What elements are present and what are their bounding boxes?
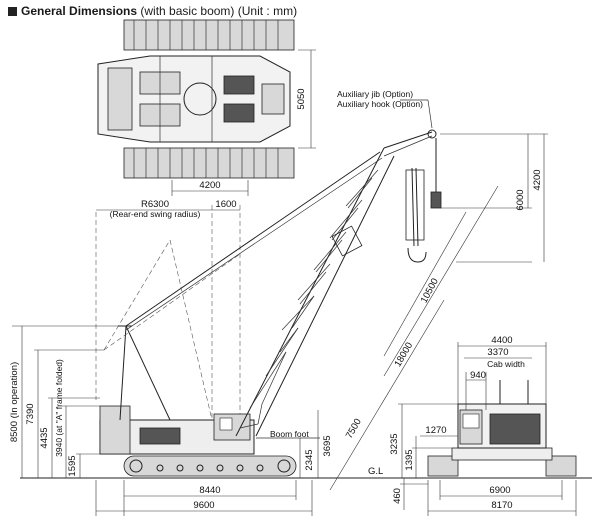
side-counterweight: [99, 405, 131, 455]
plan-drum-b: [223, 103, 255, 123]
side-crawler: [123, 455, 297, 477]
plan-upper-track-links: [133, 20, 279, 50]
page-title: General Dimensions (with basic boom) (Un…: [8, 4, 297, 18]
ground-label: G.L: [368, 466, 383, 477]
side-view: G.L: [9, 89, 548, 516]
jib-sheave: [427, 129, 437, 139]
dim-2345: 2345: [304, 449, 315, 470]
title-rest: (with basic boom) (Unit : mm): [137, 4, 298, 18]
plan-drum-a: [223, 75, 255, 95]
plan-lower-track: [123, 147, 295, 179]
gantry-rear-leg: [119, 325, 127, 421]
dim-940: 940: [470, 370, 486, 381]
dim-line-18000: [383, 185, 499, 377]
aux-hook-label: Auxiliary hook (Option): [337, 99, 423, 109]
aux-jib: [383, 131, 433, 149]
dim-3370: 3370: [487, 347, 508, 358]
dim-4200-jib: 4200: [532, 169, 543, 190]
dim-4435: 4435: [39, 427, 50, 448]
main-hook-rope: [411, 167, 415, 247]
title-square-icon: [8, 7, 17, 16]
plan-lower-track-links: [133, 148, 279, 178]
dim-line-10500: [383, 211, 467, 357]
dim-8440: 8440: [199, 485, 220, 496]
dim-8500: 8500 (In operation): [9, 362, 20, 442]
side-cab-window: [219, 417, 233, 431]
front-right-crawler: [545, 455, 577, 477]
dim-r6300: R6300: [141, 199, 169, 210]
dim-18000: 18000: [392, 341, 415, 369]
dim-6000: 6000: [515, 189, 526, 210]
side-crawler-rollers: [129, 459, 291, 473]
front-left-crawler: [427, 455, 459, 477]
aux-hook-weight: [430, 191, 442, 209]
aframe-folded: [103, 239, 171, 351]
dim-5050: 5050: [296, 88, 307, 109]
dim-10500: 10500: [419, 277, 441, 305]
plan-boom-base: [261, 83, 285, 115]
dim-1600: 1600: [215, 199, 236, 210]
dim-460: 460: [392, 488, 403, 504]
gantry-front-leg: [125, 325, 171, 421]
plan-swing-bearing: [183, 82, 217, 116]
dim-3940: 3940 (at "A" frame folded): [54, 359, 64, 457]
dim-3235: 3235: [389, 433, 400, 454]
swing-radius-dims: R6300 (Rear-end swing radius) 1600: [95, 199, 241, 420]
boom-foot-label: Boom foot: [270, 429, 309, 439]
swing-radius-note: (Rear-end swing radius): [110, 209, 201, 219]
dim-9600: 9600: [193, 500, 214, 511]
dim-line-7500: [329, 299, 445, 491]
dim-1595: 1595: [67, 455, 78, 476]
dim-1395: 1395: [404, 449, 415, 470]
plan-counterweight: [107, 67, 133, 131]
pendant-rope: [125, 151, 381, 327]
plan-view: 5050 4200: [97, 19, 316, 196]
aux-jib-label: Auxiliary jib (Option): [337, 89, 413, 99]
side-boom: [235, 147, 395, 437]
dim-7390: 7390: [25, 403, 36, 424]
dim-7500: 7500: [344, 417, 364, 441]
dim-1270: 1270: [425, 425, 446, 436]
dim-4200-plan: 4200: [199, 180, 220, 191]
dim-3695: 3695: [322, 435, 333, 456]
dim-8170: 8170: [491, 500, 512, 511]
front-view: 4400 3370 Cab width 940 1270 3235 1395 4…: [389, 335, 592, 516]
plan-upper-track: [123, 19, 295, 51]
dim-4400: 4400: [491, 335, 512, 346]
front-machinery: [489, 413, 541, 445]
dim-6900: 6900: [489, 485, 510, 496]
main-hook: [407, 247, 427, 263]
front-carbody: [451, 447, 553, 461]
main-hook-block: [405, 169, 425, 241]
title-bold: General Dimensions: [21, 4, 138, 18]
cab-width-label: Cab width: [487, 359, 525, 369]
side-winch: [139, 427, 181, 445]
